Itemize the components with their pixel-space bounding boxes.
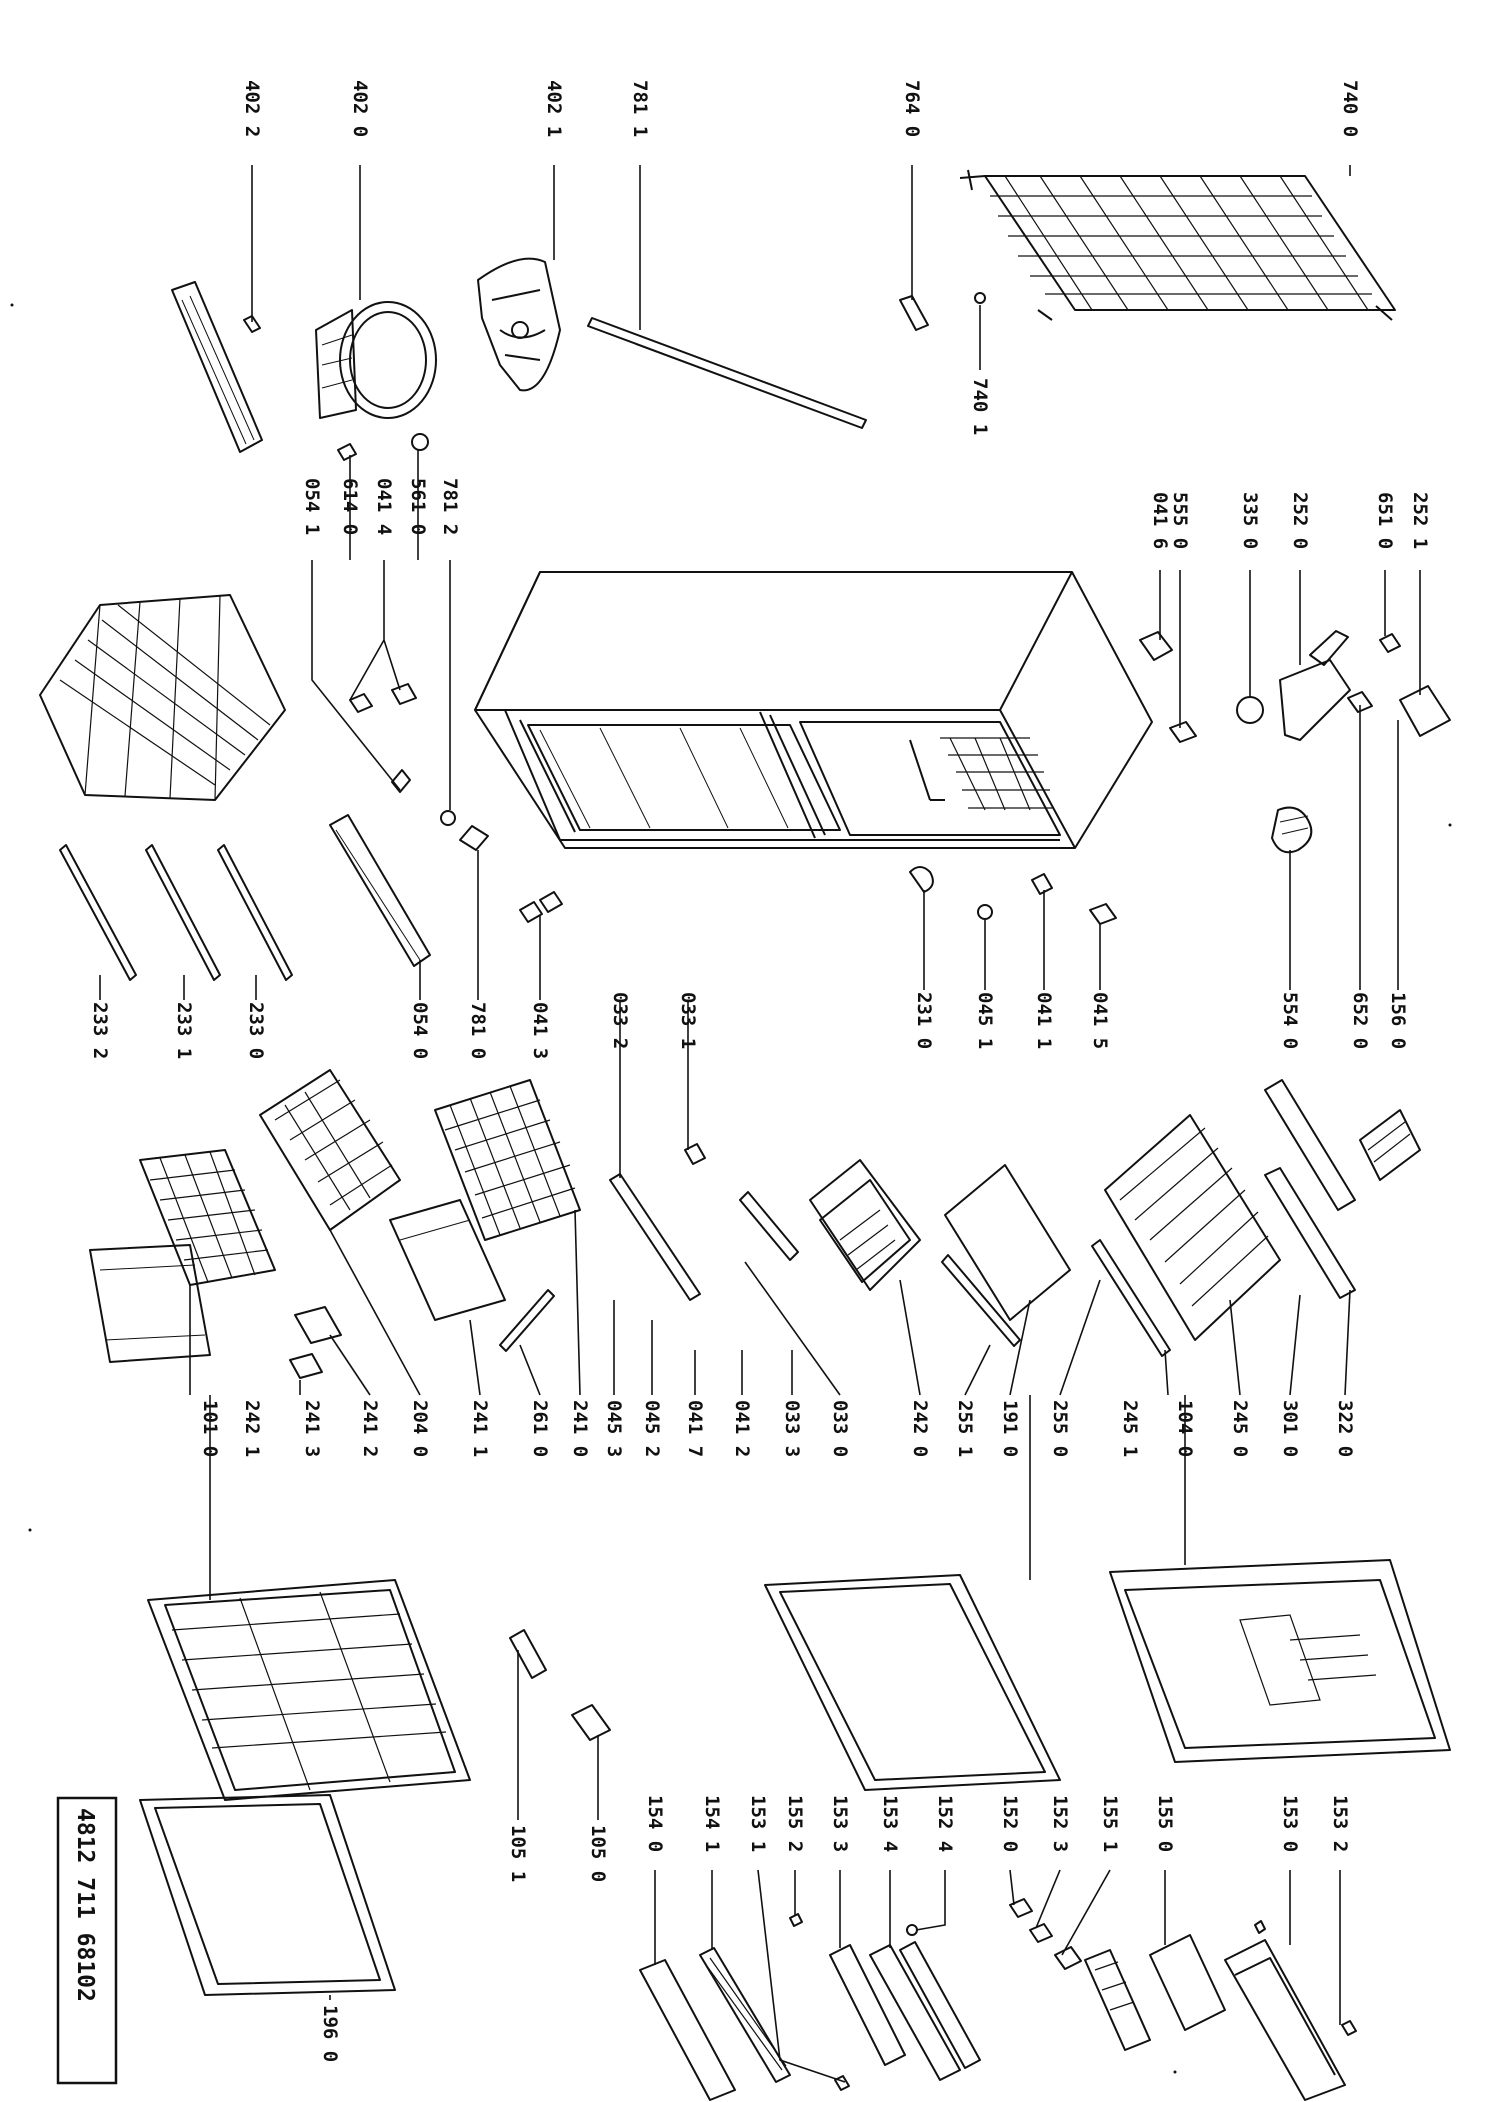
label-242-1: 242 1 [241,1400,263,1457]
label-555-0: 555 0 [1169,492,1191,549]
label-045-3: 045 3 [603,1400,625,1457]
label-054-1: 054 1 [301,478,323,535]
label-104-0: 104 0 [1174,1400,1196,1457]
label-402-1: 402 1 [543,80,565,137]
label-402-2: 402 2 [241,80,263,137]
label-041-7: 041 7 [684,1400,706,1457]
label-231-0: 231 0 [913,992,935,1049]
label-322-0: 322 0 [1334,1400,1356,1457]
label-153-2: 153 2 [1329,1795,1351,1852]
wire-shelf-242-1-drawing [139,1149,276,1286]
label-781-0: 781 0 [467,1002,489,1059]
glass-shelf-204-0-drawing [259,1069,401,1231]
label-241-2: 241 2 [359,1400,381,1457]
label-156-0: 156 0 [1387,992,1409,1049]
label-241-3: 241 3 [301,1400,323,1457]
label-153-1: 153 1 [747,1795,769,1852]
label-041-5: 041 5 [1089,992,1111,1049]
label-152-4: 152 4 [934,1795,956,1852]
code-number: 4812 711 68102 [72,1808,98,2002]
label-255-0: 255 0 [1049,1400,1071,1457]
label-554-0: 554 0 [1279,992,1301,1049]
label-402-0: 402 0 [349,80,371,137]
label-054-0: 054 0 [409,1002,431,1059]
label-155-2: 155 2 [784,1795,806,1852]
label-252-0: 252 0 [1289,492,1311,549]
label-241-1: 241 1 [469,1400,491,1457]
evaporator-coil-drawing [959,169,1396,321]
door-101-0-drawing [147,1579,471,1801]
scan-specks [10,303,1452,2074]
label-041-3: 041 3 [529,1002,551,1059]
label-301-0: 301 0 [1279,1400,1301,1457]
label-781-2: 781 2 [439,478,461,535]
label-233-0: 233 0 [245,1002,267,1059]
label-154-1: 154 1 [701,1795,723,1852]
label-033-0: 033 0 [829,1400,851,1457]
label-152-0: 152 0 [999,1795,1021,1852]
label-154-0: 154 0 [644,1795,666,1852]
label-045-1: 045 1 [974,992,996,1049]
label-105-1: 105 1 [507,1825,529,1882]
label-614-0: 614 0 [339,478,361,535]
label-155-1: 155 1 [1099,1795,1121,1852]
label-045-2: 045 2 [641,1400,663,1457]
label-153-4: 153 4 [879,1795,901,1852]
label-245-0: 245 0 [1229,1400,1251,1457]
label-740-0: 740 0 [1339,80,1361,137]
leader-lines [99,165,1421,2083]
wire-rack-241-0-drawing [434,1079,581,1241]
wire-shelf-245-0-drawing [1104,1114,1281,1341]
label-191-0: 191 0 [999,1400,1021,1457]
label-335-0: 335 0 [1239,492,1261,549]
label-033-3: 033 3 [781,1400,803,1457]
label-242-0: 242 0 [909,1400,931,1457]
label-033-2: 033 2 [609,992,631,1049]
label-252-1: 252 1 [1409,492,1431,549]
part-labels: 402 2 402 0 402 1 781 1 764 0 740 0 740 … [89,80,1431,2062]
label-652-0: 652 0 [1349,992,1371,1049]
code-number-box: 4812 711 68102 [56,1796,118,2085]
label-041-4: 041 4 [373,478,395,535]
label-041-2: 041 2 [731,1400,753,1457]
label-041-6: 041 6 [1149,492,1171,549]
label-204-0: 204 0 [409,1400,431,1457]
label-233-1: 233 1 [173,1002,195,1059]
label-152-3: 152 3 [1049,1795,1071,1852]
label-101-0: 101 0 [199,1400,221,1457]
label-781-1: 781 1 [629,80,651,137]
label-105-0: 105 0 [587,1825,609,1882]
label-241-0: 241 0 [569,1400,591,1457]
label-041-1: 041 1 [1033,992,1055,1049]
cabinet-drawing [474,571,1153,849]
label-153-3: 153 3 [829,1795,851,1852]
label-245-1: 245 1 [1119,1400,1141,1457]
label-651-0: 651 0 [1374,492,1396,549]
label-561-0: 561 0 [407,478,429,535]
ice-box-242-0-drawing [809,1159,921,1291]
part-drawings [39,169,1451,2101]
label-153-0: 153 0 [1279,1795,1301,1852]
label-033-1: 033 1 [677,992,699,1049]
label-764-0: 764 0 [901,80,923,137]
label-196-0: 196 0 [319,2005,341,2062]
wire-basket-drawing [39,594,286,801]
label-233-2: 233 2 [89,1002,111,1059]
label-255-1: 255 1 [954,1400,976,1457]
label-155-0: 155 0 [1154,1795,1176,1852]
door-104-0-drawing [1109,1559,1451,1763]
label-740-1: 740 1 [969,378,991,435]
label-261-0: 261 0 [529,1400,551,1457]
